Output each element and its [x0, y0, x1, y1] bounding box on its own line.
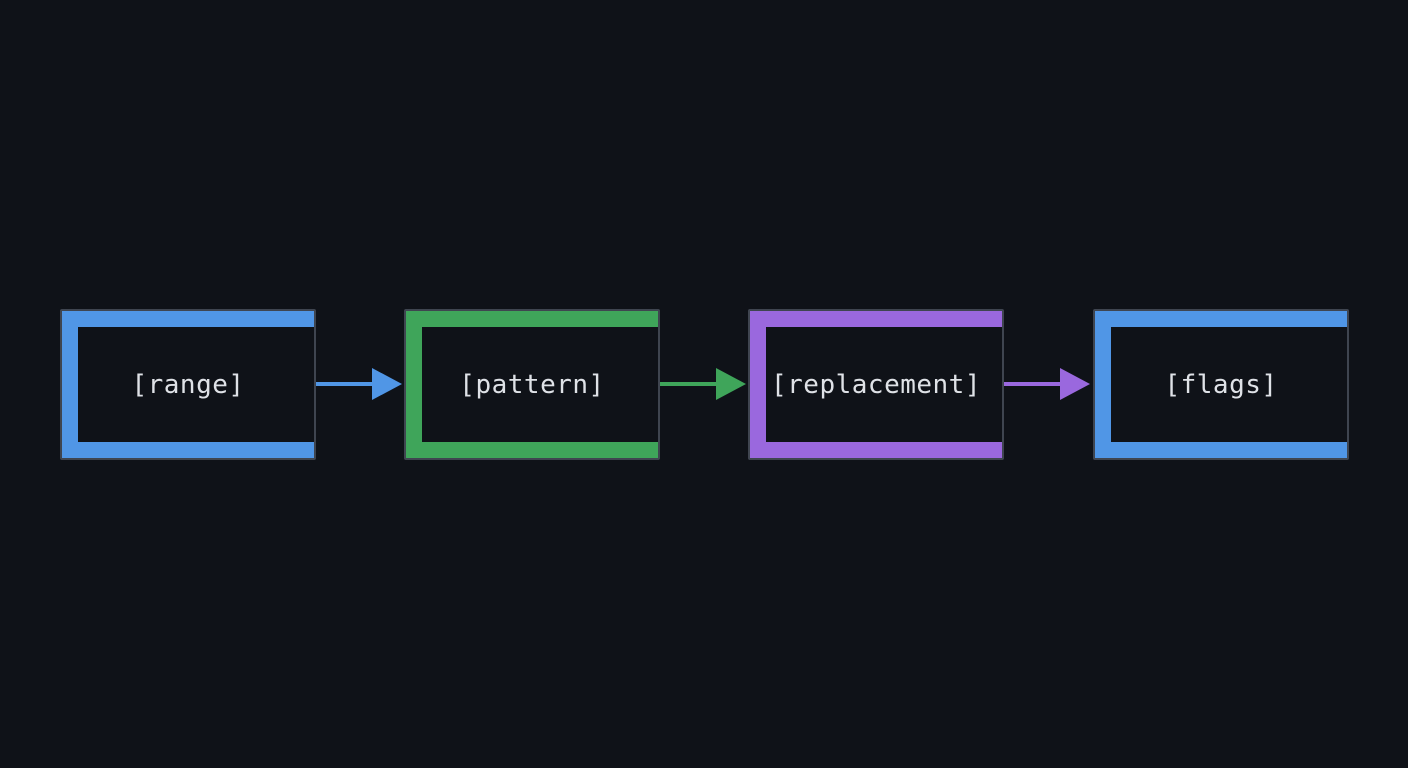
node-range-label: [range]: [131, 369, 245, 400]
node-flags-frame: [1095, 311, 1347, 458]
node-replacement-frame: [750, 311, 1002, 458]
arrow-pattern-to-replacement: [660, 368, 746, 400]
node-flags-label: [flags]: [1164, 369, 1278, 400]
arrowhead: [372, 368, 402, 400]
arrow-range-to-pattern: [316, 368, 402, 400]
arrow-replacement-to-flags: [1004, 368, 1090, 400]
arrowhead: [1060, 368, 1090, 400]
node-replacement-label: [replacement]: [771, 369, 981, 400]
arrowhead: [716, 368, 746, 400]
node-range: [range]: [60, 309, 316, 460]
node-replacement: [replacement]: [748, 309, 1004, 460]
node-pattern-frame: [406, 311, 658, 458]
node-pattern-label: [pattern]: [459, 369, 605, 400]
node-pattern: [pattern]: [404, 309, 660, 460]
node-flags: [flags]: [1093, 309, 1349, 460]
node-range-frame: [62, 311, 314, 458]
